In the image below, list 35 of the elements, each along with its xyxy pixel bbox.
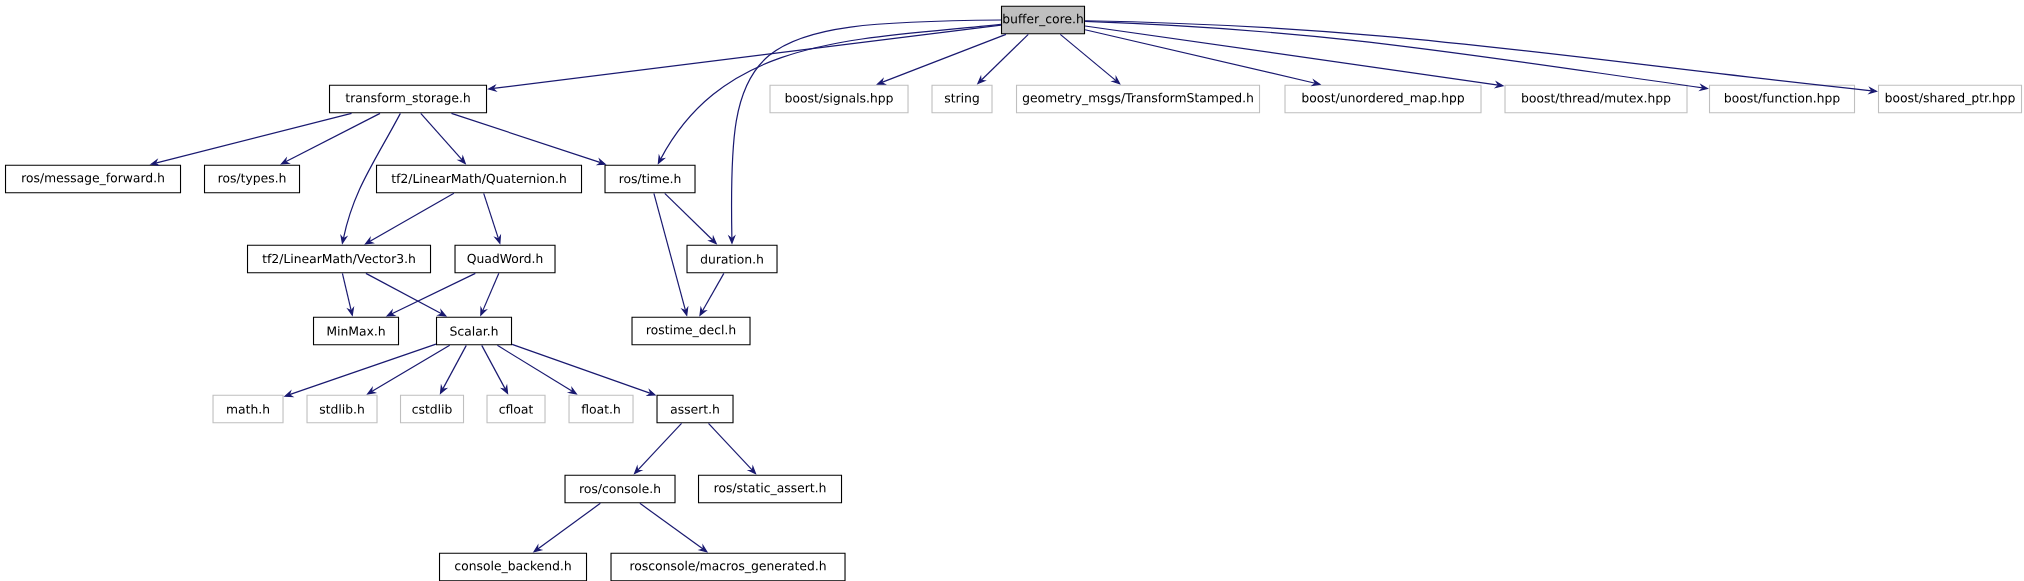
arrow — [707, 422, 757, 475]
header-box: string — [931, 84, 993, 114]
header-box: ros/message_forward.h — [4, 164, 182, 194]
arrow — [280, 112, 381, 165]
header-box: duration.h — [686, 244, 778, 274]
header-box: ros/static_assert.h — [697, 474, 843, 504]
header-box: Scalar.h — [435, 316, 513, 346]
header-box: ros/time.h — [604, 164, 696, 194]
header-box: cfloat — [486, 394, 546, 424]
header-box: stdlib.h — [306, 394, 378, 424]
header-box: buffer_core.h — [1000, 5, 1086, 35]
header-box: boost/function.hpp — [1708, 84, 1856, 114]
header-box: ros/types.h — [203, 164, 301, 194]
header-box: assert.h — [656, 394, 734, 424]
arrow — [633, 422, 683, 475]
arrow — [876, 33, 1007, 85]
header-box: boost/signals.hpp — [769, 84, 909, 114]
header-box: boost/unordered_map.hpp — [1284, 84, 1482, 114]
arrow — [1059, 33, 1121, 85]
header-box: boost/shared_ptr.hpp — [1877, 84, 2023, 114]
header-box: MinMax.h — [312, 316, 400, 346]
header-box: tf2/LinearMath/Quaternion.h — [375, 164, 583, 194]
header-box: boost/thread/mutex.hpp — [1504, 84, 1688, 114]
header-box: cstdlib — [399, 394, 465, 424]
header-box: rostime_decl.h — [631, 316, 751, 346]
header-box: console_backend.h — [438, 552, 588, 581]
header-box: ros/console.h — [564, 474, 676, 504]
arrow — [364, 192, 455, 245]
header-box: math.h — [212, 394, 284, 424]
header-box: QuadWord.h — [454, 244, 556, 274]
header-box: geometry_msgs/TransformStamped.h — [1015, 84, 1261, 114]
header-box: transform_storage.h — [328, 84, 488, 114]
header-box: float.h — [568, 394, 634, 424]
header-box: rosconsole/macros_generated.h — [610, 552, 846, 581]
header-box: tf2/LinearMath/Vector3.h — [246, 244, 432, 274]
